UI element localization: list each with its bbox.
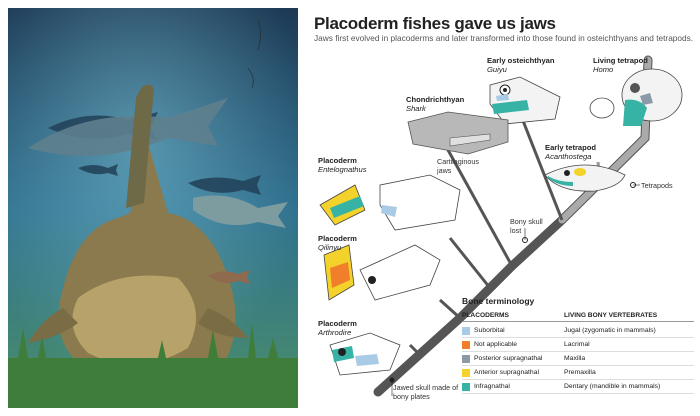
label-early-tetrapod: Early tetrapod Acanthostega [545,143,596,161]
label-early-osteichthyan: Early osteichthyan Guiyu [487,56,555,74]
legend-vertebrate-term: Lacrimal [564,341,590,348]
page-subtitle: Jaws first evolved in placoderms and lat… [314,33,694,43]
skull-arthrodire [329,332,401,376]
label-placoderm-arthrodire: Placoderm Arthrodire [318,319,357,337]
label-species: Shark [406,104,426,113]
placoderm-illustration [8,8,298,408]
note-bony-lost: Bony skull lost [510,217,543,235]
page-title: Placoderm fishes gave us jaws [314,14,556,33]
swatch-dentary [462,382,470,391]
skull-shark [407,111,509,155]
label-group: Living tetrapod [593,56,648,65]
legend-placoderm-term: Anterior supragnathal [474,369,539,376]
note-tetrapods: Tetrapods [641,181,673,190]
label-placoderm-entelognathus: Placoderm Entelognathus [318,156,367,174]
legend-col-placoderms: PLACODERMS [462,312,509,319]
skull-guiyu [489,76,561,125]
legend-placoderm-term: Posterior supragnathal [474,355,543,362]
legend-placoderm-term: Infragnathal [474,383,510,390]
label-chondrichthyan: Chondrichthyan Shark [406,95,464,113]
legend-placoderm-term: Not applicable [474,341,518,348]
label-group: Placoderm [318,234,357,243]
note-jawed-skull: Jawed skull made of bony plates [393,383,459,401]
label-group: Placoderm [318,156,357,165]
note-cartilaginous: Cartilaginous jaws [437,157,479,175]
skull-homo [589,68,683,126]
label-living-tetrapod: Living tetrapod Homo [593,56,648,74]
legend-heading: Bone terminology [462,296,535,306]
legend-row: Posterior supragnathal Maxilla [462,352,694,366]
branch-entelognathus [448,237,492,289]
legend-row: Not applicable Lacrimal [462,338,694,352]
legend-row: Infragnathal Dentary (mandible in mammal… [462,380,694,394]
label-species: Entelognathus [318,165,367,174]
label-group: Early osteichthyan [487,56,555,65]
branch-osteichthyan [516,107,564,221]
skull-entelognathus [319,174,461,231]
label-group: Placoderm [318,319,357,328]
swatch-maxilla [462,354,470,363]
label-species: Arthrodire [318,328,352,337]
legend-columns: PLACODERMS LIVING BONY VERTEBRATES [462,312,694,322]
swatch-lacrimal [462,340,470,349]
branch-chondrichthyan [446,149,514,267]
branch-arthrodire [408,343,422,357]
legend-vertebrate-term: Maxilla [564,355,586,362]
legend-vertebrate-term: Premaxilla [564,369,596,376]
label-group: Early tetrapod [545,143,597,152]
swatch-suborbital [462,326,470,335]
legend-placoderm-term: Suborbital [474,327,505,334]
phylogeny-tree [319,55,683,397]
skull-acanthostega [544,164,626,192]
legend-vertebrate-term: Dentary (mandible in mammals) [564,383,661,390]
branch-qilinyu [438,298,462,320]
label-species: Qilinyu [318,243,342,252]
legend-row: Suborbital Jugal (zygomatic in mammals) [462,324,694,338]
legend-row: Anterior supragnathal Premaxilla [462,366,694,380]
legend-col-vertebrates: LIVING BONY VERTEBRATES [564,312,658,319]
bone-terminology-legend: Bone terminology PLACODERMS LIVING BONY … [462,296,694,394]
label-group: Chondrichthyan [406,95,465,104]
label-species: Guiyu [487,65,507,74]
skull-qilinyu [323,244,441,301]
label-species: Acanthostega [545,152,592,161]
swatch-premaxilla [462,368,470,377]
legend-vertebrate-term: Jugal (zygomatic in mammals) [564,327,656,334]
label-placoderm-qilinyu: Placoderm Qilinyu [318,234,357,252]
label-species: Homo [593,65,614,74]
